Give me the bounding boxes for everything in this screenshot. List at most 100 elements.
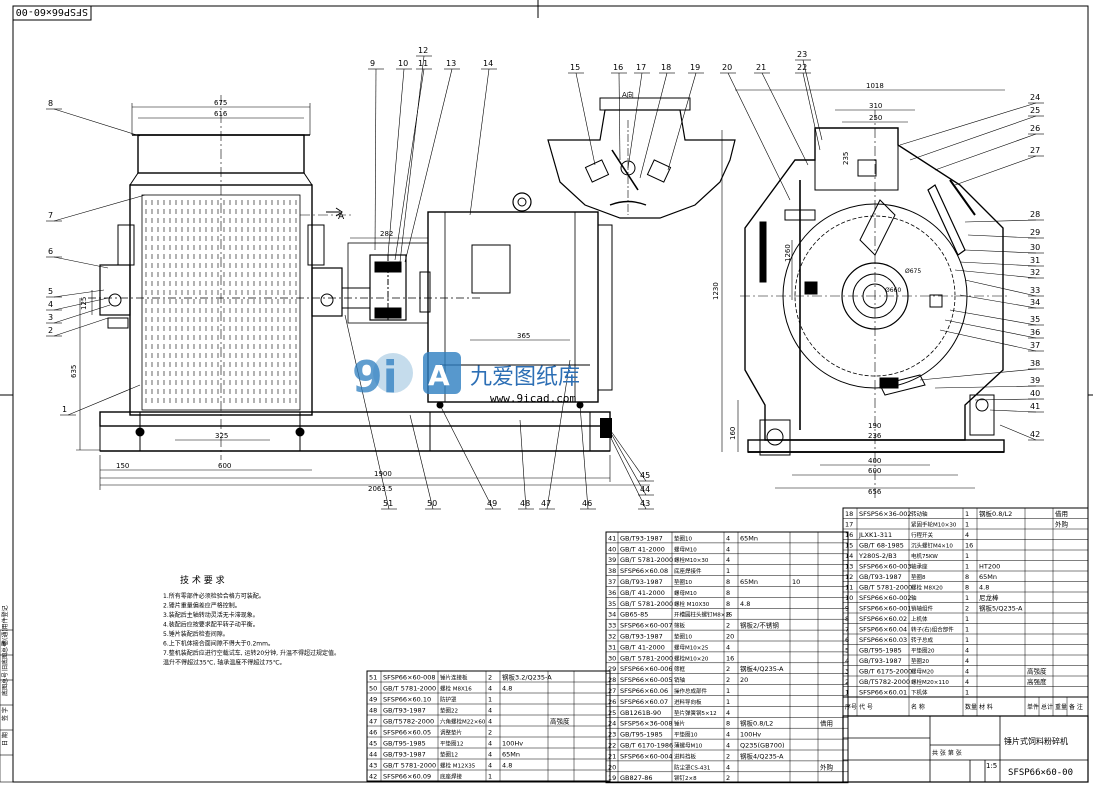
title-block	[842, 715, 1089, 783]
callout-14: 14	[483, 59, 493, 68]
table-cell: Q235(GB700)	[740, 742, 785, 750]
table-cell: GB/T93-1987	[383, 751, 426, 759]
table-cell: 4	[965, 657, 969, 665]
table-cell: 25	[608, 709, 616, 717]
table-cell: 高强度	[1027, 677, 1047, 686]
table-header: 备 注	[1069, 703, 1083, 711]
callout-31: 31	[1030, 256, 1040, 265]
table-cell: 底座焊接	[440, 773, 463, 781]
dim-282: 282	[380, 230, 393, 238]
table-cell: 1	[965, 510, 969, 518]
table-cell: 16	[726, 654, 734, 662]
callout-16: 16	[613, 63, 623, 72]
dim-616: 616	[214, 110, 228, 118]
table-cell: 13	[845, 563, 853, 571]
callout-48: 48	[520, 499, 530, 508]
table-cell: HT200	[979, 563, 1000, 571]
table-cell: 4	[965, 678, 969, 686]
table-cell: 销轴组件	[911, 605, 934, 613]
table-cell: 2	[488, 674, 492, 682]
callout-44: 44	[640, 485, 650, 494]
table-cell: 41	[608, 534, 616, 542]
table-cell: SFSP66×60.09	[383, 773, 431, 781]
callout-41: 41	[1030, 402, 1040, 411]
table-cell: 34	[608, 611, 616, 619]
table-cell: 2	[726, 665, 730, 673]
table-cell: 防护罩	[440, 696, 457, 704]
table-cell: 高强度	[550, 717, 570, 726]
title-scale: 1:5	[986, 762, 997, 770]
table-cell: GB/T 41-2000	[620, 545, 665, 553]
table-cell: 4	[726, 556, 730, 564]
table-cell: 平垫圈12	[440, 740, 464, 748]
table-cell: 平垫圈20	[911, 647, 935, 655]
callout-42: 42	[1030, 430, 1040, 439]
table-cell: GB/T 41-2000	[620, 643, 665, 651]
table-cell: 44	[369, 751, 377, 759]
table-cell: 45	[369, 740, 377, 748]
callout-18: 18	[661, 63, 671, 72]
table-cell: 11	[845, 584, 853, 592]
table-cell: SFSP56×36-002	[859, 510, 912, 518]
table-cell: 螺栓M10×20	[674, 654, 709, 662]
table-cell: 1	[488, 773, 492, 781]
table-cell: 4	[726, 742, 730, 750]
table-cell: SFSP66×60.05	[383, 729, 431, 737]
table-cell: 26	[608, 698, 616, 706]
callout-8: 8	[48, 99, 53, 108]
callout-33: 33	[1030, 286, 1040, 295]
note-line: 3.装配后主轴转动灵活无卡滞现象。	[163, 611, 259, 619]
callout-22: 22	[797, 63, 807, 72]
registration-label: 签 字	[1, 707, 9, 721]
callout-3: 3	[48, 313, 53, 322]
table-cell: 42	[369, 773, 377, 781]
table-cell: 4.8	[740, 600, 750, 608]
front-view	[88, 95, 613, 460]
dim-190: 190	[868, 422, 881, 430]
callout-39: 39	[1030, 376, 1040, 385]
dim-635: 635	[70, 365, 78, 378]
table-cell: GB65-85	[620, 611, 648, 619]
table-cell: 51	[369, 674, 377, 682]
table-cell: 尼龙棒	[979, 593, 999, 602]
table-cell: GB/T 5781-2000	[620, 556, 673, 564]
table-cell: 4	[488, 707, 492, 715]
table-cell: SFSP66×60.07	[620, 698, 668, 706]
callout-50: 50	[427, 499, 437, 508]
table-cell: 垫圈12	[440, 751, 458, 759]
callout-7: 7	[48, 211, 53, 220]
table-cell: 4	[488, 762, 492, 770]
table-header: 单件	[1027, 703, 1039, 711]
side-view-dim-text: 1018 310 250 235 1230 1260 160 190 236 4…	[712, 82, 921, 496]
table-cell: 4	[726, 709, 730, 717]
table-cell: 螺栓M20×110	[911, 678, 949, 686]
table-cell: 钢板0.8/L2	[740, 719, 773, 728]
note-line: 4.装配后应按要求配平转子动平衡。	[163, 621, 259, 629]
table-cell: 24	[608, 720, 616, 728]
table-cell: 2	[726, 752, 730, 760]
callout-36: 36	[1030, 328, 1040, 337]
table-cell: 31	[608, 643, 616, 651]
callout-27: 27	[1030, 146, 1040, 155]
table-cell: 转子(右)组合部件	[911, 626, 954, 634]
dim-675: 675	[214, 99, 227, 107]
callout-51: 51	[383, 499, 393, 508]
table-cell: 垫圈10	[674, 633, 692, 641]
table-cell: 锤片连接板	[440, 674, 468, 682]
registration-strip	[0, 629, 14, 783]
table-cell: GB/T 5781-2000	[620, 600, 673, 608]
table-cell: 8	[726, 611, 730, 619]
table-cell: 50	[369, 685, 377, 693]
table-cell: 20	[608, 763, 616, 771]
table-cell: Y280S-2/B3	[858, 552, 897, 560]
callout-17: 17	[636, 63, 646, 72]
table-cell: 47	[369, 718, 377, 726]
table-header: 名 称	[911, 703, 925, 711]
table-cell: 1	[965, 521, 969, 529]
table-header: 数量	[965, 703, 977, 711]
table-cell: 2	[726, 622, 730, 630]
table-cell: GB/T 68-1985	[859, 542, 904, 550]
